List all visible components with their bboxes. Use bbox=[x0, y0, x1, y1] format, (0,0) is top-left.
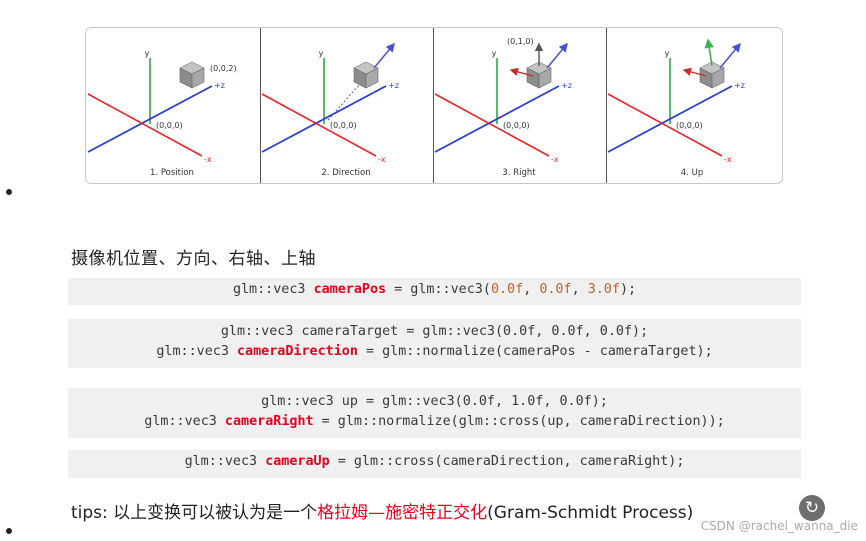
code-token: glm::vec3 bbox=[144, 414, 225, 429]
code-line: glm::vec3 cameraDirection = glm::normali… bbox=[68, 342, 801, 362]
code-line: glm::vec3 cameraRight = glm::normalize(g… bbox=[68, 412, 801, 432]
z-axis bbox=[607, 85, 733, 153]
panel-divider bbox=[606, 28, 607, 183]
y-axis-label: y bbox=[145, 49, 150, 58]
position-label: (0,0,2) bbox=[210, 64, 237, 73]
code-token: glm::vec3 cameraTarget = glm::vec3(0.0f,… bbox=[220, 324, 649, 339]
y-axis-label: y bbox=[319, 49, 324, 58]
list-bullet bbox=[6, 189, 12, 195]
cube-right bbox=[365, 67, 379, 89]
cube-right bbox=[711, 67, 725, 89]
x-axis-label: -x bbox=[724, 155, 732, 164]
z-axis-label: +z bbox=[734, 81, 745, 90]
code-variable-highlight: cameraDirection bbox=[236, 344, 358, 359]
cube-right bbox=[191, 67, 205, 89]
code-token: = glm::normalize(glm::cross(up, cameraDi… bbox=[313, 414, 725, 429]
origin-label: (0,0,0) bbox=[503, 121, 530, 130]
camera-axes-diagram: y +z -x (0,0,0) 1. Position (0,0,2) y +z -x (0,0,… bbox=[87, 37, 745, 178]
right-arrow bbox=[509, 67, 534, 77]
origin-label: (0,0,0) bbox=[676, 121, 703, 130]
x-axis-label: -x bbox=[204, 155, 212, 164]
direction-dashed-line bbox=[327, 83, 361, 121]
code-line: glm::vec3 up = glm::vec3(0.0f, 1.0f, 0.0… bbox=[68, 392, 801, 412]
origin-label: (0,0,0) bbox=[156, 121, 183, 130]
code-number: 3.0f bbox=[587, 282, 620, 297]
y-axis-label: y bbox=[665, 49, 670, 58]
code-number: 0.0f bbox=[490, 282, 524, 297]
refresh-icon[interactable]: ↻ bbox=[799, 495, 825, 521]
code-variable-highlight: cameraPos bbox=[313, 282, 387, 297]
direction-arrow bbox=[719, 42, 741, 69]
camera-cube bbox=[179, 61, 205, 89]
up-point-label: (0,1,0) bbox=[507, 37, 534, 46]
z-axis-label: +z bbox=[214, 81, 225, 90]
direction-arrow bbox=[546, 42, 568, 69]
x-axis bbox=[607, 93, 723, 157]
z-axis bbox=[87, 85, 213, 153]
panel-divider bbox=[433, 28, 434, 183]
code-token: glm::vec3 bbox=[232, 282, 314, 297]
code-token: , bbox=[571, 282, 588, 297]
z-axis-label: +z bbox=[388, 81, 399, 90]
code-token: glm::vec3 bbox=[156, 344, 237, 359]
x-axis bbox=[261, 93, 377, 157]
code-variable-highlight: cameraRight bbox=[224, 414, 314, 429]
code-token: glm::vec3 up = glm::vec3(0.0f, 1.0f, 0.0… bbox=[261, 394, 608, 409]
code-token: = glm::cross(cameraDirection, cameraRigh… bbox=[329, 454, 685, 469]
code-block: glm::vec3 cameraUp = glm::cross(cameraDi… bbox=[68, 450, 801, 478]
camera-cube bbox=[526, 61, 552, 89]
code-token: = glm::vec3( bbox=[386, 282, 491, 297]
section-heading: 摄像机位置、方向、右轴、上轴 bbox=[71, 249, 316, 269]
camera-axes-figure: y +z -x (0,0,0) 1. Position (0,0,2) y +z -x (0,0,… bbox=[85, 27, 783, 184]
tips-suffix: (Gram-Schmidt Process) bbox=[487, 503, 694, 523]
x-axis-label: -x bbox=[378, 155, 386, 164]
y-axis-label: y bbox=[492, 49, 497, 58]
tips-highlight: 格拉姆—施密特正交化 bbox=[317, 503, 488, 523]
panel-caption: 1. Position bbox=[150, 168, 194, 178]
code-block: glm::vec3 up = glm::vec3(0.0f, 1.0f, 0.0… bbox=[68, 388, 801, 438]
tips-prefix: tips: 以上变换可以被认为是一个 bbox=[71, 503, 318, 523]
code-block: glm::vec3 cameraPos = glm::vec3(0.0f, 0.… bbox=[68, 278, 801, 305]
code-token: glm::vec3 bbox=[184, 454, 266, 469]
z-axis bbox=[261, 85, 387, 153]
watermark: CSDN @rachel_wanna_die bbox=[700, 519, 858, 533]
panel-caption: 3. Right bbox=[502, 168, 536, 178]
direction-arrow bbox=[373, 42, 395, 69]
camera-cube bbox=[699, 61, 725, 89]
code-variable-highlight: cameraUp bbox=[265, 454, 330, 469]
code-number: 0.0f bbox=[539, 282, 572, 297]
panel-caption: 2. Direction bbox=[321, 168, 370, 178]
code-token: = glm::normalize(cameraPos - cameraTarge… bbox=[357, 344, 713, 359]
cube-right bbox=[538, 67, 552, 89]
up-arrow bbox=[704, 38, 714, 67]
right-arrow bbox=[682, 67, 707, 77]
origin-label: (0,0,0) bbox=[330, 121, 357, 130]
code-block: glm::vec3 cameraTarget = glm::vec3(0.0f,… bbox=[68, 319, 801, 368]
code-line: glm::vec3 cameraPos = glm::vec3(0.0f, 0.… bbox=[68, 280, 801, 300]
code-token: ); bbox=[619, 282, 637, 297]
panel-divider bbox=[260, 28, 261, 183]
x-axis-label: -x bbox=[551, 155, 559, 164]
code-line: glm::vec3 cameraTarget = glm::vec3(0.0f,… bbox=[68, 322, 801, 342]
code-line: glm::vec3 cameraUp = glm::cross(cameraDi… bbox=[68, 452, 801, 472]
tips-text: tips: 以上变换可以被认为是一个格拉姆—施密特正交化(Gram-Schmid… bbox=[71, 498, 693, 523]
code-token: , bbox=[523, 282, 540, 297]
z-axis bbox=[434, 85, 560, 153]
panel-caption: 4. Up bbox=[681, 168, 703, 178]
camera-cube bbox=[353, 61, 379, 89]
x-axis bbox=[434, 93, 550, 157]
list-bullet bbox=[6, 528, 12, 534]
z-axis-label: +z bbox=[561, 81, 572, 90]
x-axis bbox=[87, 93, 203, 157]
